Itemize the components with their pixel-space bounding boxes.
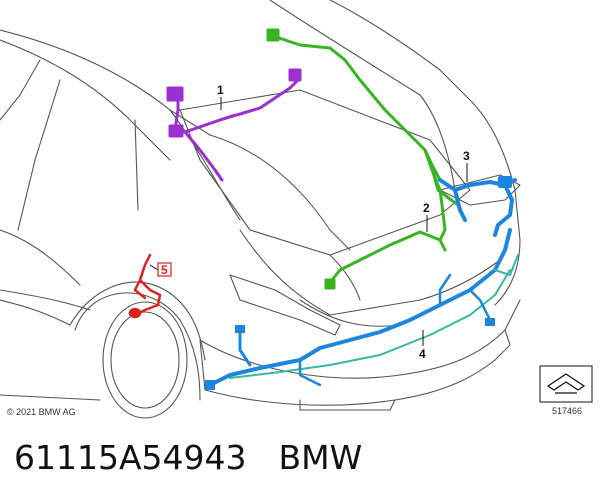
callout-2: 2 (423, 201, 430, 215)
copyright-text: © 2021 BMW AG (7, 407, 76, 417)
vehicle-outline (0, 0, 521, 419)
callout-5: 5 (161, 263, 168, 277)
callout-5-box (157, 262, 172, 277)
part-number: 61115A54943 (14, 438, 247, 477)
view-direction-icon (539, 365, 593, 403)
callout-1: 1 (217, 83, 224, 97)
harness-1-roof (166, 68, 302, 182)
reference-number: 517466 (552, 406, 582, 416)
part-caption: 61115A54943 BMW (14, 438, 574, 488)
leader-lines (149, 97, 468, 346)
harness-2-tailgate (266, 28, 460, 290)
wiring-harness-diagram: 1 2 3 4 5 © 2021 BMW AG 517466 (0, 0, 593, 419)
callout-4: 4 (419, 347, 426, 361)
brand-name: BMW (278, 438, 363, 477)
callout-3: 3 (463, 149, 470, 163)
harness-4-bumper (205, 228, 519, 390)
harness-3-rear-right (438, 176, 517, 237)
harness-5-filler-flap (128, 253, 162, 319)
